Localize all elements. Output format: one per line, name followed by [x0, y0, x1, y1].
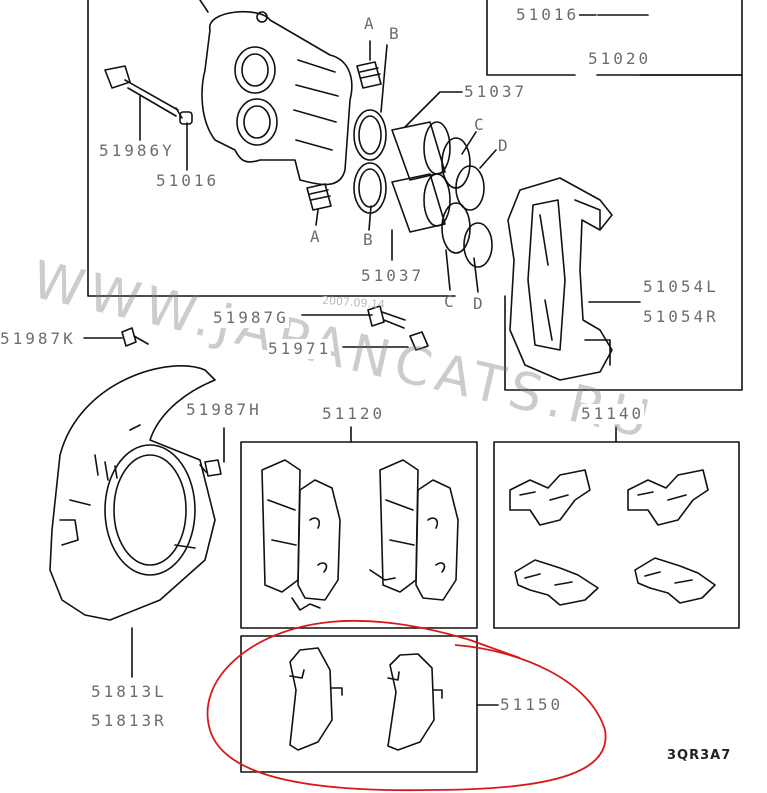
piston-seal-bottom: [353, 162, 387, 214]
label-51987k: 51987K: [0, 329, 76, 349]
piston-seal-top: [353, 109, 387, 161]
diagram-code: 3QR3A7: [667, 748, 732, 763]
pad-51150-2: [387, 653, 435, 751]
label-51987h: 51987H: [186, 400, 262, 420]
label-51037-bottom: 51037: [361, 266, 425, 286]
label-51054r: 51054R: [643, 307, 719, 327]
highlight-circle: [206, 619, 607, 792]
shim-4: [634, 557, 716, 604]
label-51016-top: 51016: [516, 5, 580, 25]
caliper-group-frame-right: [504, 74, 743, 391]
ref-letter-b-top: B: [389, 24, 399, 43]
ref-letter-a-bottom: A: [310, 227, 320, 246]
label-51813r: 51813R: [91, 711, 167, 731]
caliper-group-frame: [87, 0, 456, 297]
pad-51120-2: [379, 459, 419, 593]
label-51150: 51150: [500, 695, 564, 714]
ref-letter-d-bottom: D: [473, 294, 483, 313]
piston-bottom: [391, 173, 446, 233]
label-51037-top: 51037: [464, 82, 528, 102]
box-51120: [240, 441, 478, 629]
pad-51120-1: [261, 459, 301, 593]
frame-51020-right: [639, 0, 743, 76]
bolt-51987k: [121, 327, 149, 347]
frame-51020: [486, 0, 576, 76]
shim-1: [509, 469, 591, 526]
pad-51150-1: [289, 647, 333, 751]
label-51020: 51020: [588, 49, 652, 69]
label-51016: 51016: [156, 171, 220, 191]
nut-51971: [409, 331, 429, 351]
label-51971: 51971: [268, 339, 332, 359]
ref-letter-a-top: A: [364, 14, 374, 33]
box-51150: [240, 635, 478, 773]
label-51054l: 51054L: [643, 277, 719, 297]
ref-letter-c-top: C: [474, 115, 484, 134]
piston-top: [391, 121, 446, 181]
dust-shield: [49, 365, 216, 621]
caliper-body: [201, 10, 353, 186]
caliper-support-bracket: [507, 177, 613, 381]
guide-pin-bolt: [104, 65, 183, 119]
label-51987g: 51987G: [213, 308, 289, 328]
ref-letter-b-bottom: B: [363, 230, 373, 249]
ref-letter-c-bottom: C: [444, 292, 454, 311]
label-51986y: 51986Y: [99, 141, 175, 161]
label-51120: 51120: [322, 404, 386, 424]
shim-3: [514, 559, 599, 606]
label-51140: 51140: [581, 404, 645, 424]
ref-letter-d-top: D: [498, 136, 508, 155]
shim-2: [627, 469, 709, 526]
bolt-51987g: [367, 305, 406, 329]
label-51813l: 51813L: [91, 682, 167, 702]
